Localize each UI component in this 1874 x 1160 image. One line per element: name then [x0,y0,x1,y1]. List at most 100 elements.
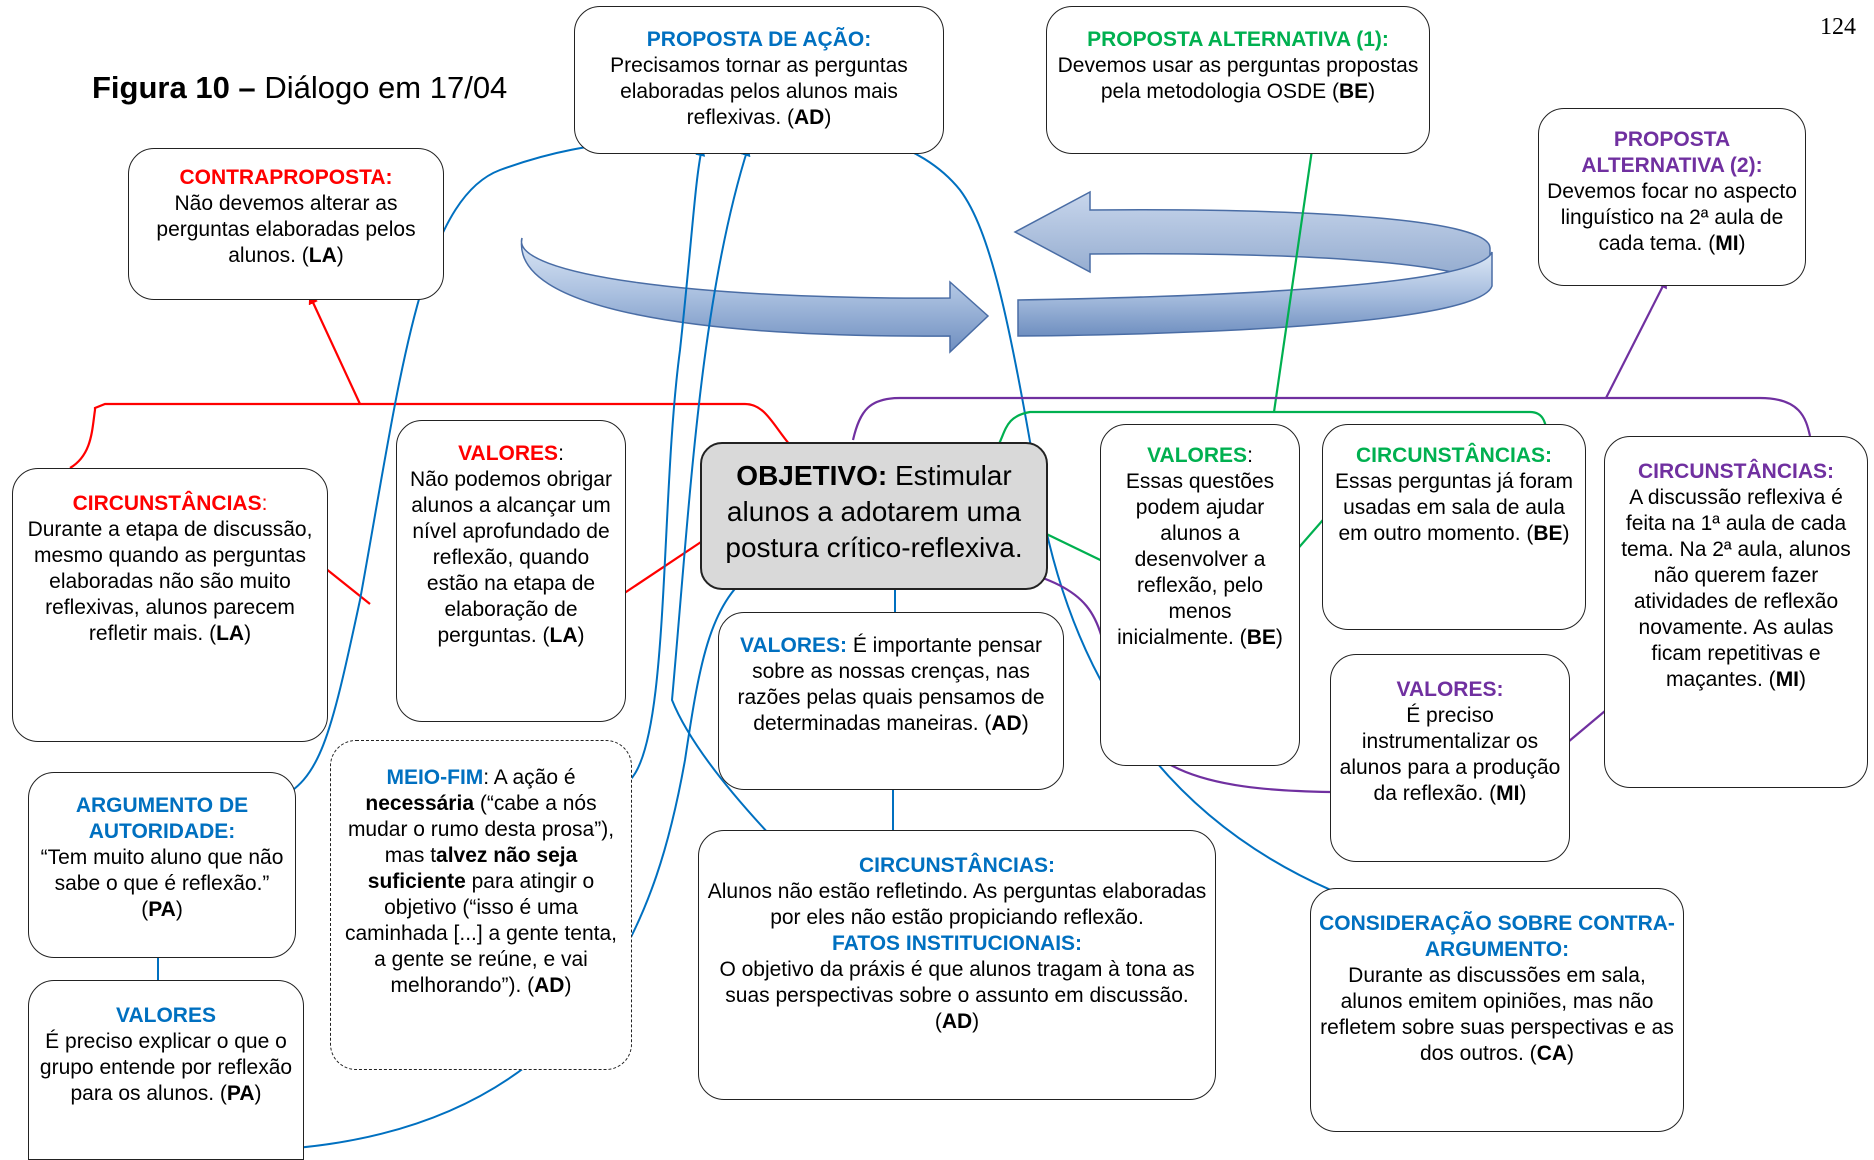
cycle-back-arrow [1013,190,1491,288]
participant-code: LA [308,244,337,267]
figure-caption: Diálogo em 17/04 [264,70,508,105]
participant-code: AD [534,974,565,997]
valores-be-box: VALORES: Essas questões podem ajudar alu… [1100,424,1300,766]
participant-code: BE [1338,80,1369,103]
arrow-to-contraproposta [308,294,361,405]
box-text: Essas questões podem ajudar alunos a des… [1117,470,1275,649]
box-heading-line: VALORES: [1109,443,1291,469]
arrow-to-alt1 [1272,134,1318,413]
box-heading: CONTRAPROPOSTA: [179,166,393,189]
box-bold-2: alvez não seja suficiente [367,844,578,893]
participant-code: LA [549,624,578,647]
box-text: Devemos focar no aspecto linguístico na … [1547,180,1797,255]
box-text: Durante as discussões em sala, alunos em… [1320,964,1674,1065]
box-text-close: ) [577,624,585,647]
cycle-front-arrow [520,237,990,354]
box-heading: VALORES [116,1004,216,1027]
participant-code: CA [1536,1042,1568,1065]
box-text-close: ) [1021,712,1029,735]
box-text: Durante a etapa de discussão, mesmo quan… [27,518,313,645]
arrow-consideracao-to-acao [883,139,1356,901]
box-text-close: ) [254,1082,262,1105]
participant-code: MI [1496,782,1520,805]
box-heading: CONSIDERAÇÃO SOBRE CONTRA-ARGUMENTO: [1319,912,1675,961]
box-text-close: ) [1275,626,1283,649]
box-text: Não podemos obrigar alunos a alcançar um… [410,468,612,647]
arrow-meio-fim-to-acao [629,146,706,781]
box-text-close: ) [1519,782,1527,805]
participant-code: AD [941,1010,973,1033]
objetivo-box: OBJETIVO: Estimular alunos a adotarem um… [700,442,1048,590]
box-heading-line: CIRCUNSTÂNCIAS: [21,491,319,517]
participant-code: AD [794,106,825,129]
box-text-3: para atingir o objetivo (“isso é uma cam… [344,870,617,997]
participant-code: BE [1533,522,1563,545]
box-text: Alunos não estão refletindo. As pergunta… [707,880,1207,929]
box-text-close: ) [175,898,183,921]
box-text: “Tem muito aluno que não sabe o que é re… [40,846,284,921]
purple-bracket [851,396,1812,441]
box-heading-2: FATOS INSTITUCIONAIS: [831,932,1083,955]
valores-pa-box: VALORES É preciso explicar o que o grupo… [28,980,304,1160]
box-text-close: ) [824,106,832,129]
box-bold-1: necessária [365,792,474,815]
box-text: A discussão reflexiva é feita na 1ª aula… [1621,486,1851,691]
cycle-front-ribbon [1017,251,1493,337]
cycle-arrows-icon [520,190,1493,354]
meio-fim-box: MEIO-FIM: A ação é necessária (“cabe a n… [330,740,632,1070]
participant-code: PA [148,898,176,921]
box-text: É importante pensar sobre as nossas cren… [737,634,1045,735]
arrow-to-alt2 [1605,278,1667,399]
circunstancias-mi-box: CIRCUNSTÂNCIAS: A discussão reflexiva é … [1604,436,1868,788]
box-heading-colon: : [261,492,268,515]
page-number: 124 [1820,14,1856,40]
participant-code: PA [226,1082,255,1105]
red-bracket [69,402,791,469]
box-heading: CIRCUNSTÂNCIAS: [859,854,1055,877]
box-text-close: ) [1368,80,1376,103]
box-heading: VALORES: [740,634,847,657]
contraproposta-box: CONTRAPROPOSTA: Não devemos alterar as p… [128,148,444,300]
blue-connectors [153,137,1356,1149]
box-text: Precisamos tornar as perguntas elaborada… [610,54,908,129]
participant-code: BE [1246,626,1276,649]
box-heading: VALORES [1147,444,1248,467]
box-heading: CIRCUNSTÂNCIAS [72,492,262,515]
box-text: É preciso explicar o que o grupo entende… [39,1030,293,1105]
circunstancias-la-box: CIRCUNSTÂNCIAS: Durante a etapa de discu… [12,468,328,742]
box-text-1: : A ação é [483,766,576,789]
box-text-close: ) [336,244,344,267]
box-heading: VALORES [458,442,559,465]
valores-mi-box: VALORES: É preciso instrumentalizar os a… [1330,654,1570,862]
box-text: É preciso instrumentalizar os alunos par… [1339,704,1561,805]
box-text-close: ) [564,974,572,997]
figure-title: Figura 10 – Diálogo em 17/04 [92,70,507,106]
circunstancias-be-box: CIRCUNSTÂNCIAS: Essas perguntas já foram… [1322,424,1586,630]
box-text-2: (“cabe a nós mudar o rumo desta prosa”),… [347,792,615,867]
box-heading: CIRCUNSTÂNCIAS: [1638,460,1834,483]
box-heading-line: VALORES: [405,441,617,467]
proposta-alternativa-2-box: PROPOSTA ALTERNATIVA (2): Devemos focar … [1538,108,1806,286]
arrow-circ-ad-to-acao [670,146,771,836]
box-text-close: ) [1799,668,1807,691]
participant-code: AD [991,712,1022,735]
box-heading: MEIO-FIM [386,766,484,789]
box-heading: VALORES: [1396,678,1504,701]
box-text-close: ) [244,622,252,645]
valores-la-box: VALORES: Não podemos obrigar alunos a al… [396,420,626,722]
proposta-acao-box: PROPOSTA DE AÇÃO: Precisamos tornar as p… [574,6,944,154]
box-heading-colon: : [1247,444,1253,467]
box-text-close: ) [972,1010,980,1033]
box-text: Não devemos alterar as perguntas elabora… [156,192,416,267]
valores-ad-box: VALORES: É importante pensar sobre as no… [718,612,1064,790]
consideracao-contra-argumento-box: CONSIDERAÇÃO SOBRE CONTRA-ARGUMENTO: Dur… [1310,888,1684,1132]
box-text-2: O objetivo da práxis é que alunos tragam… [719,958,1195,1033]
box-heading: PROPOSTA ALTERNATIVA (1): [1087,28,1389,51]
figure-label: Figura 10 – [92,70,256,105]
box-text-close: ) [1738,232,1746,255]
box-heading-colon: : [558,442,564,465]
box-heading: OBJETIVO: [736,460,888,491]
box-text: Essas perguntas já foram usadas em sala … [1334,470,1574,545]
box-text-close: ) [1562,522,1570,545]
